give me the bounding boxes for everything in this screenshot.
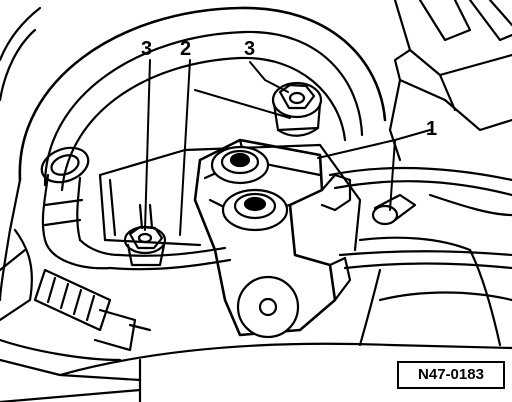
right-hardware (358, 193, 512, 347)
brake-pipe (108, 166, 512, 271)
leader-c1-a (317, 129, 431, 159)
upper-right-bracket (388, 0, 512, 162)
lower-left-fitting (0, 268, 152, 382)
callout-3-left: 3 (141, 38, 152, 60)
figure-reference-code: N47-0183 (397, 361, 505, 389)
base-frame (0, 342, 512, 402)
leader-c2 (179, 59, 191, 236)
leader-c3-left (144, 59, 151, 231)
upper-bolt (271, 81, 323, 137)
left-hose (0, 146, 122, 322)
callout-1: 1 (426, 118, 437, 140)
callout-2: 2 (180, 38, 191, 60)
leader-c2-branch (194, 89, 291, 119)
leader-c1-b (389, 139, 396, 211)
leader-lines (144, 59, 431, 236)
callout-3-right: 3 (244, 38, 255, 60)
leader-c3-right (249, 61, 289, 93)
pressure-regulator (193, 138, 352, 339)
lower-left-bolt (123, 203, 167, 267)
